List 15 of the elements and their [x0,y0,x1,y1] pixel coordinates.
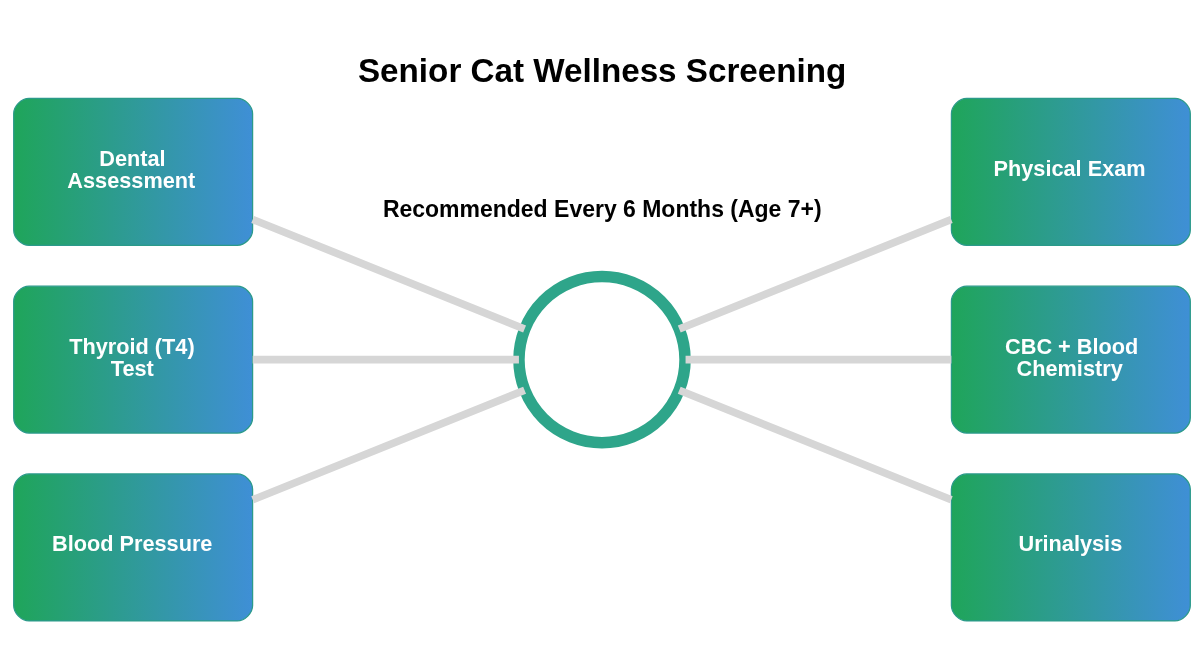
connector [251,215,527,333]
connector [677,215,953,333]
connector [677,386,953,504]
node-box: Blood Pressure [13,473,254,622]
node-box: Dental Assessment [13,97,254,246]
node-box: Urinalysis [950,473,1191,622]
node-circle [513,270,691,449]
node-box: Physical Exam [950,97,1191,246]
connector [685,355,952,364]
node-box: Thyroid (T4) Test [13,285,254,434]
node-box: CBC + Blood Chemistry [950,285,1191,434]
label: Recommended Every 6 Months (Age 7+) [382,196,822,223]
connector [252,355,519,364]
diagram-title: Senior Cat Wellness Screening [357,51,847,89]
connector [251,386,527,504]
